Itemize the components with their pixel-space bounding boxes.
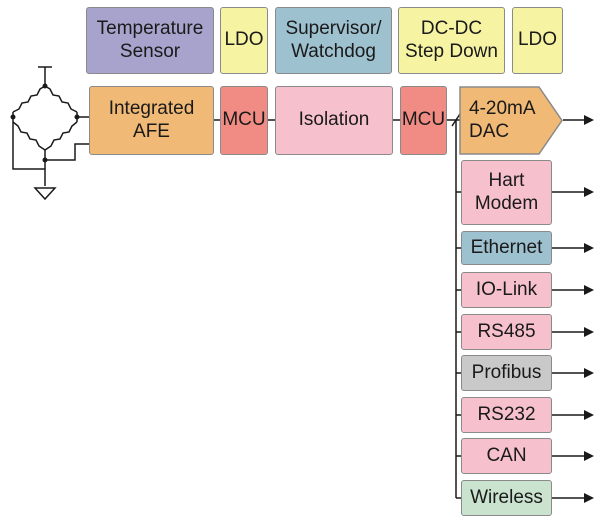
resistor-bottom-left: [12, 121, 46, 151]
can-block: CAN: [461, 438, 552, 474]
ldo-label-2: LDO: [517, 29, 558, 51]
isolation-label: Isolation: [298, 109, 370, 131]
chain-connectors: [214, 113, 462, 498]
ethernet-arrow-icon: [584, 243, 594, 253]
rs485-block: RS485: [461, 314, 552, 350]
temperature-sensor-label: Temperature Sensor: [96, 18, 204, 62]
mcu-label-2: MCU: [401, 109, 446, 131]
profibus-arrow-icon: [584, 368, 594, 378]
ground-symbol-icon: [33, 187, 57, 201]
bridge-return-lead: [45, 143, 89, 161]
dcdc-step-down-block: DC-DC Step Down: [398, 7, 505, 74]
temperature-sensor-block: Temperature Sensor: [86, 7, 214, 74]
mcu-label-1: MCU: [222, 109, 266, 131]
rs485-arrow-icon: [584, 327, 594, 337]
io-link-block: IO-Link: [461, 272, 552, 308]
rs232-label: RS232: [477, 403, 536, 425]
mcu-block-1: MCU: [220, 86, 268, 155]
rs232-arrow-icon: [584, 410, 594, 420]
dac-arrow-icon: [584, 115, 594, 125]
output-arrows: [552, 115, 594, 503]
ldo-block-2: LDO: [512, 7, 563, 74]
profibus-block: Profibus: [461, 355, 552, 391]
integrated-afe-label: Integrated AFE: [108, 98, 195, 142]
wireless-block: Wireless: [461, 480, 552, 516]
supervisor-watchdog-label: Supervisor/ Watchdog: [285, 18, 382, 62]
rs485-label: RS485: [477, 320, 536, 342]
bridge-ground-loop: [12, 122, 46, 186]
ethernet-block: Ethernet: [461, 231, 552, 265]
bridge-sensor-icon: [12, 66, 89, 201]
profibus-label: Profibus: [471, 361, 542, 383]
wireless-arrow-icon: [584, 493, 594, 503]
isolation-block: Isolation: [275, 86, 393, 155]
ldo-block-1: LDO: [220, 7, 268, 74]
dac-block: 4-20mA DAC: [459, 86, 563, 155]
io-link-label: IO-Link: [475, 278, 538, 300]
integrated-afe-block: Integrated AFE: [89, 86, 214, 155]
hart-modem-arrow-icon: [584, 187, 594, 197]
rs232-block: RS232: [461, 397, 552, 433]
bridge-nodes: [10, 83, 80, 163]
can-arrow-icon: [584, 451, 594, 461]
bus-branches: [456, 191, 461, 499]
resistor-top-right: [44, 85, 78, 113]
io-link-arrow-icon: [584, 285, 594, 295]
resistor-bottom-right: [44, 121, 78, 151]
ethernet-label: Ethernet: [470, 236, 543, 258]
supervisor-watchdog-block: Supervisor/ Watchdog: [275, 7, 392, 74]
dac-pentagon-shape: [459, 86, 563, 155]
dcdc-step-down-label: DC-DC Step Down: [405, 18, 498, 62]
mcu-block-2: MCU: [400, 86, 447, 155]
hart-modem-block: Hart Modem: [461, 160, 552, 225]
dac-label: 4-20mA DAC: [469, 98, 536, 142]
can-label: CAN: [486, 444, 527, 466]
hart-modem-label: Hart Modem: [474, 170, 539, 214]
ldo-label-1: LDO: [224, 29, 264, 51]
bus-tick: [451, 113, 461, 127]
wireless-label: Wireless: [470, 486, 543, 508]
resistor-top-left: [12, 85, 46, 113]
